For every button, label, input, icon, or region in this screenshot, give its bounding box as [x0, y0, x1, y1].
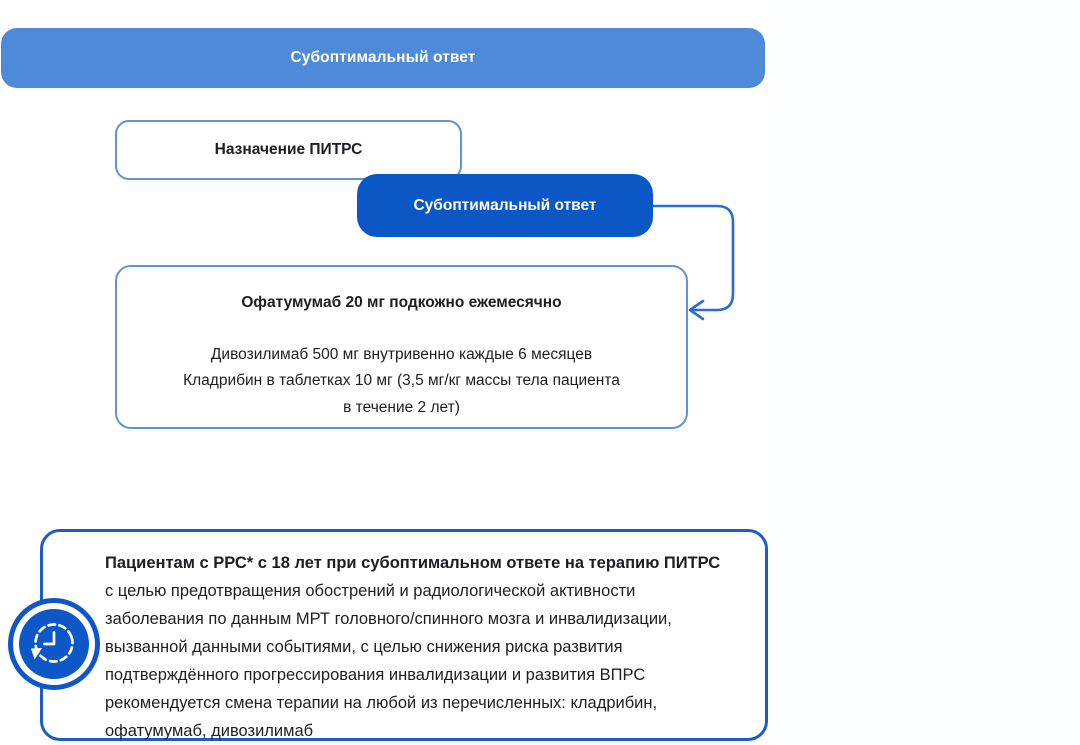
arrowhead-icon — [688, 299, 705, 321]
recommendation-body: с целью предотвращения обострений и ради… — [105, 582, 672, 740]
therapy-options-box: Офатумумаб 20 мг подкожно ежемесячно Див… — [115, 265, 688, 429]
recommendation-heading: Пациентам с РРС* с 18 лет при субоптимал… — [105, 554, 721, 572]
history-clock-icon — [8, 598, 100, 690]
recommendation-box: Пациентам с РРС* с 18 лет при субоптимал… — [40, 529, 768, 741]
therapy-title: Офатумумаб 20 мг подкожно ежемесячно — [241, 294, 562, 311]
suboptimal-response-node: Субоптимальный ответ — [357, 174, 653, 237]
counterclockwise-arrowhead-icon — [31, 648, 42, 660]
suboptimal-response-banner: Субоптимальный ответ — [1, 28, 765, 88]
therapy-body: Дивозилимаб 500 мг внутривенно каждые 6 … — [183, 345, 620, 416]
suboptimal-response-label: Субоптимальный ответ — [413, 196, 597, 214]
banner-label: Субоптимальный ответ — [290, 49, 476, 66]
right-background-band — [768, 0, 1080, 745]
pitrs-assignment-label: Назначение ПИТРС — [214, 141, 363, 158]
pitrs-assignment-box: Назначение ПИТРС — [115, 120, 462, 180]
recommendation-text: Пациентам с РРС* с 18 лет при субоптимал… — [105, 549, 745, 745]
clock-hands-icon — [43, 631, 56, 646]
